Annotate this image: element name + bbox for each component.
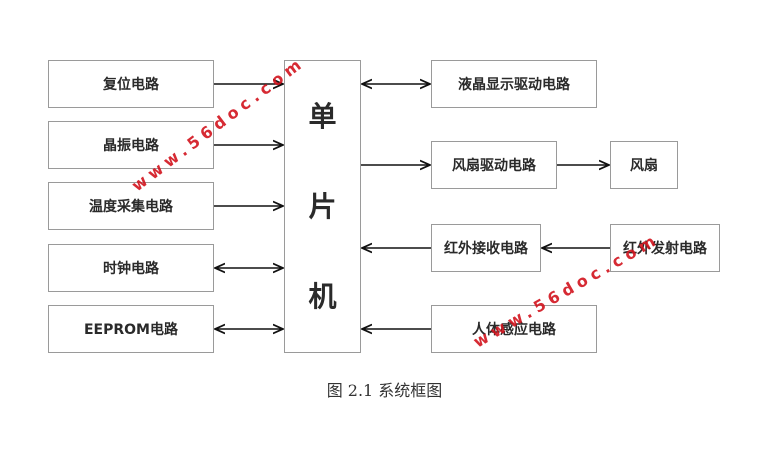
block-label: 晶振电路 bbox=[103, 138, 159, 154]
figure-caption: 图 2.1 系统框图 bbox=[326, 381, 443, 400]
block-label: 液晶显示驱动电路 bbox=[458, 77, 570, 93]
mcu-char-1: 单 bbox=[308, 100, 337, 133]
mcu-block: 单 片 机 bbox=[284, 60, 361, 353]
clock-circuit-block: 时钟电路 bbox=[48, 244, 214, 292]
block-label: 风扇 bbox=[630, 158, 658, 174]
mcu-char-2: 片 bbox=[308, 190, 337, 223]
block-label: 温度采集电路 bbox=[89, 199, 173, 215]
reset-circuit-block: 复位电路 bbox=[48, 60, 214, 108]
block-label: 复位电路 bbox=[103, 77, 159, 93]
ir-transmitter-block: 红外发射电路 bbox=[610, 224, 720, 272]
human-sensor-block: 人体感应电路 bbox=[431, 305, 597, 353]
lcd-driver-block: 液晶显示驱动电路 bbox=[431, 60, 597, 108]
temperature-acquisition-block: 温度采集电路 bbox=[48, 182, 214, 230]
block-label: EEPROM电路 bbox=[83, 322, 178, 338]
block-label: 时钟电路 bbox=[103, 261, 159, 277]
fan-driver-block: 风扇驱动电路 bbox=[431, 141, 557, 189]
block-label: 红外接收电路 bbox=[444, 241, 528, 257]
eeprom-circuit-block: EEPROM电路 bbox=[48, 305, 214, 353]
crystal-circuit-block: 晶振电路 bbox=[48, 121, 214, 169]
block-label: 风扇驱动电路 bbox=[452, 158, 536, 174]
mcu-char-3: 机 bbox=[308, 280, 337, 313]
ir-receiver-block: 红外接收电路 bbox=[431, 224, 541, 272]
fan-block: 风扇 bbox=[610, 141, 678, 189]
block-label: 人体感应电路 bbox=[472, 322, 556, 338]
block-label: 红外发射电路 bbox=[623, 241, 707, 257]
